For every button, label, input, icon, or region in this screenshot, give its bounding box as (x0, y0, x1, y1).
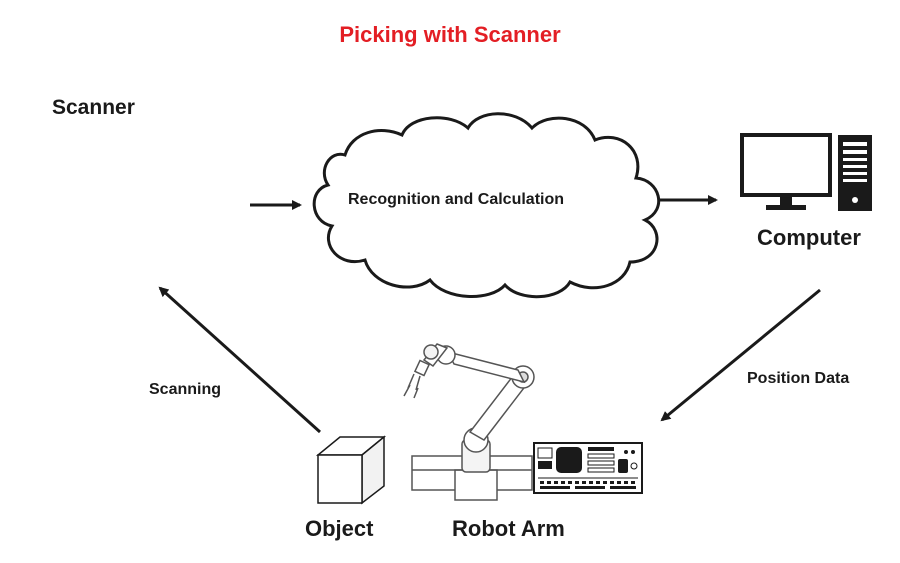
desktop-computer-icon (740, 133, 872, 211)
arrow-computer-to-robot (660, 288, 821, 422)
arrow-object-to-scanner (158, 286, 322, 434)
cube-icon (315, 435, 387, 505)
cloud-shape (312, 112, 661, 299)
position-data-label: Position Data (747, 370, 850, 387)
robot-arm-label: Robot Arm (452, 516, 565, 541)
computer-label: Computer (757, 225, 861, 250)
process-label: Recognition and Calculation (348, 191, 565, 208)
scanning-label: Scanning (149, 381, 222, 398)
object-label: Object (305, 516, 374, 541)
robot-controller-icon (533, 442, 643, 494)
scanner-label: Scanner (52, 96, 135, 119)
robot-arm-icon (403, 343, 535, 501)
diagram-title: Picking with Scanner (339, 22, 561, 47)
